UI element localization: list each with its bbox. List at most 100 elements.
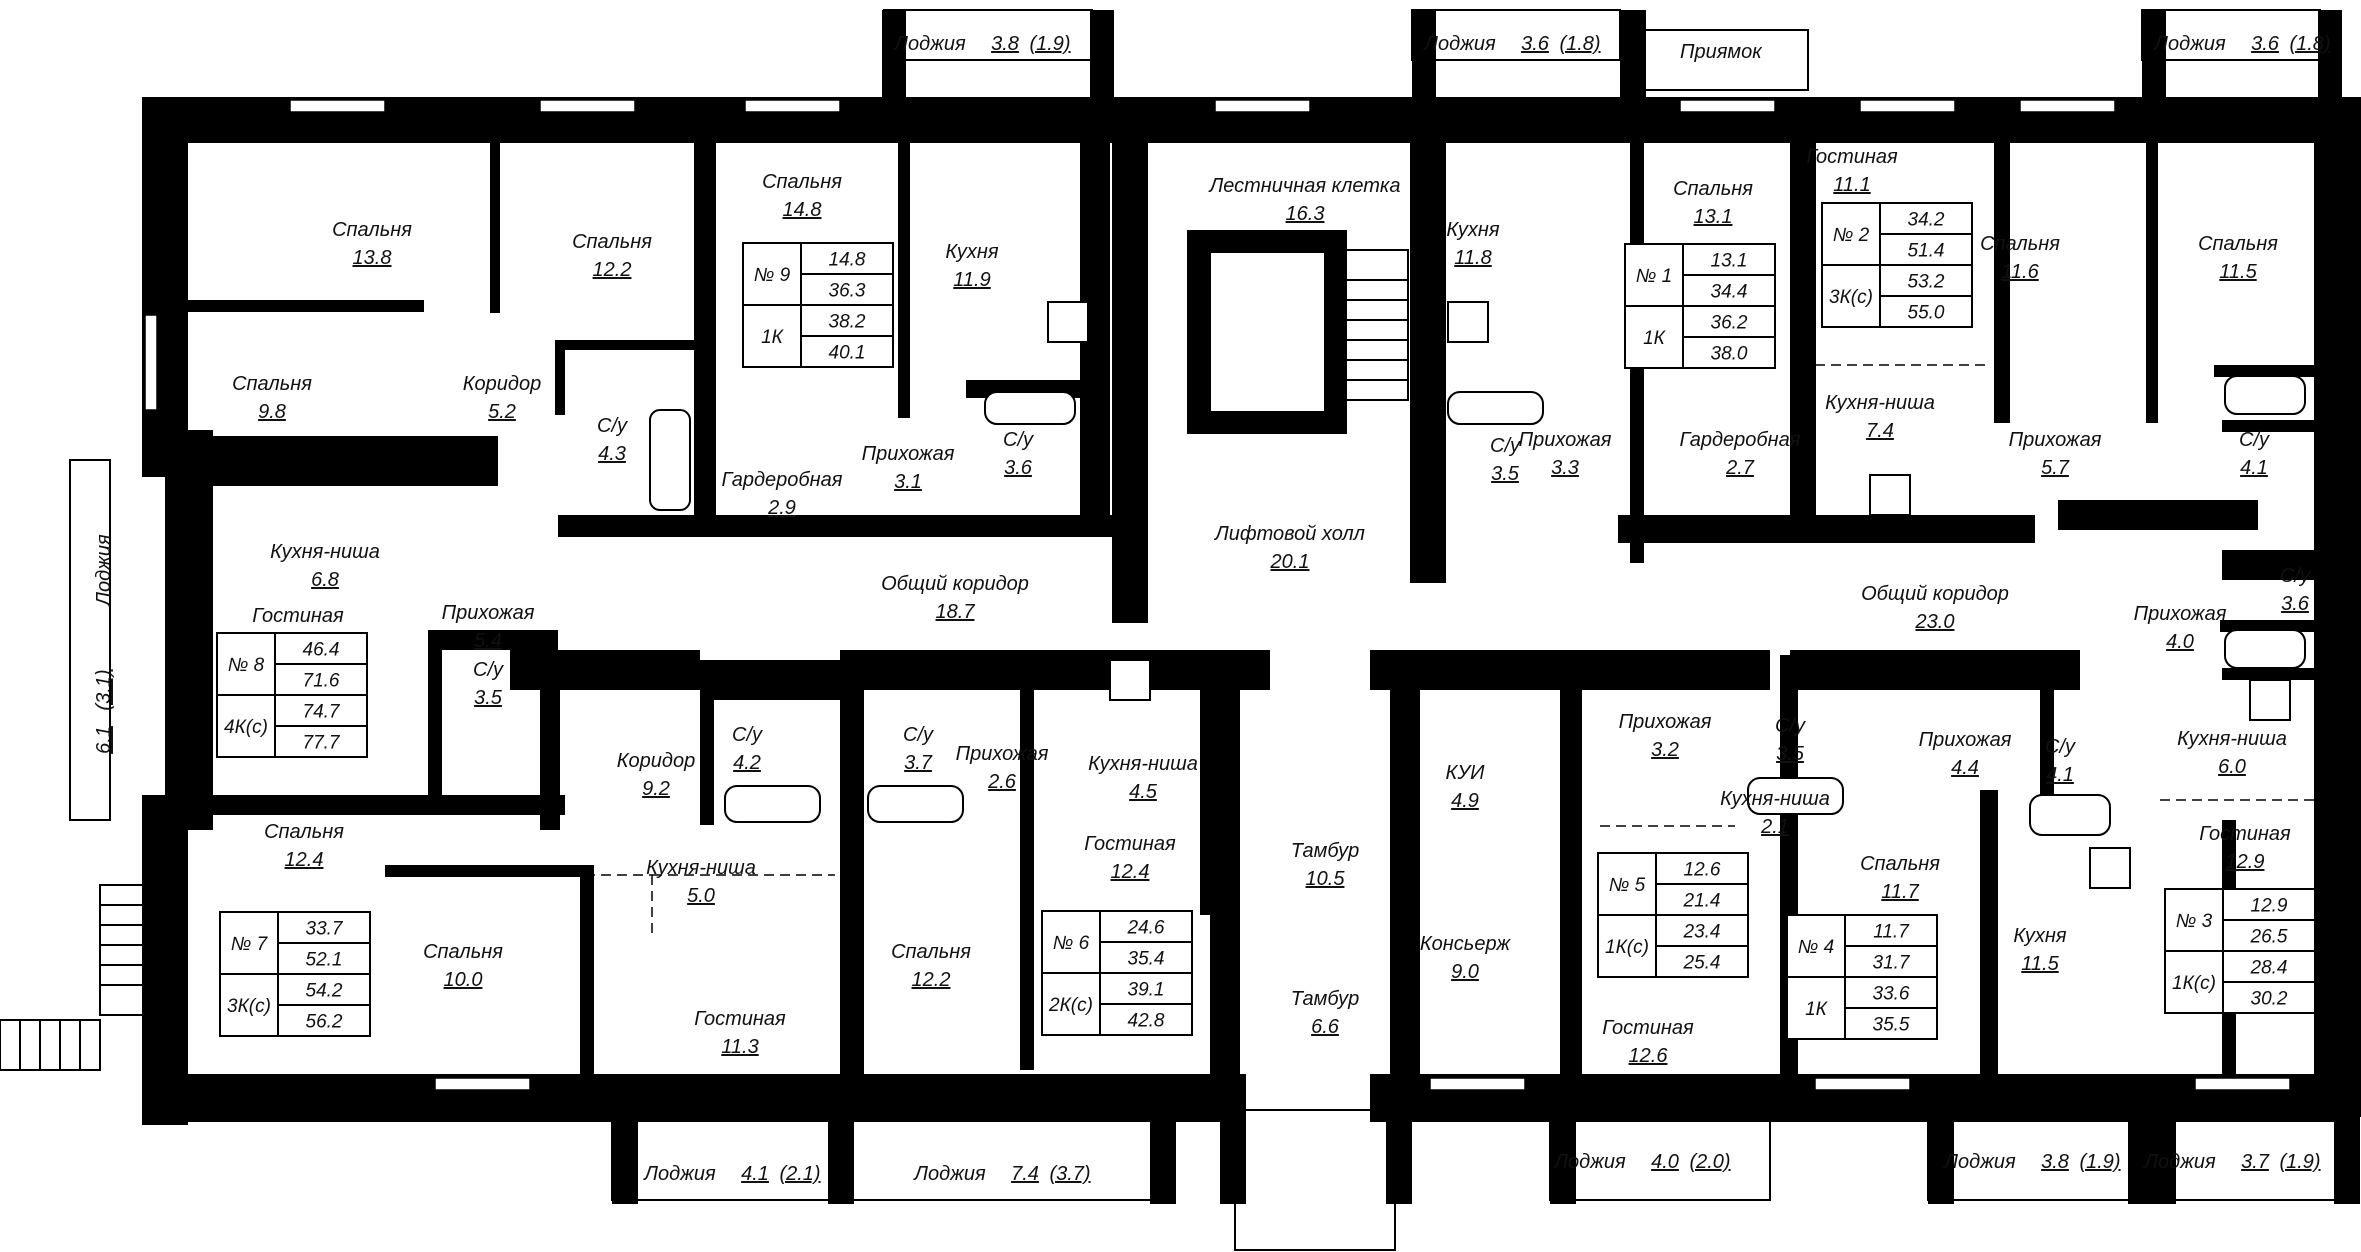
room-area: 3.5 — [1776, 743, 1805, 765]
room-area: 11.6 — [2001, 261, 2039, 283]
room-name: С/у — [473, 659, 504, 681]
room-area: 14.8 — [783, 199, 822, 221]
room-name: С/у — [732, 724, 763, 746]
room-name: Спальня — [1980, 233, 2060, 255]
loggia-area: 3.6 — [1521, 33, 1550, 55]
loggia-area: 4.1 — [741, 1163, 769, 1185]
room-area: 11.5 — [2219, 261, 2257, 283]
room-area: 5.4 — [474, 630, 502, 652]
room-name: С/у — [1003, 429, 1034, 451]
room-name: Лифтовой холл — [1213, 523, 1365, 545]
room-name: Спальня — [762, 171, 842, 193]
loggia-reduced-area: (1.9) — [2079, 1151, 2120, 1173]
apartment-area-value: 28.4 — [2250, 958, 2288, 979]
room-name: Гостиная — [1084, 833, 1176, 855]
room-name: Тамбур — [1291, 988, 1360, 1010]
room-name: Спальня — [572, 231, 652, 253]
loggia-name: Лоджия — [93, 534, 115, 608]
apartment-area-value: 54.2 — [306, 981, 343, 1002]
apartment-number: № 3 — [2176, 911, 2213, 932]
room-name: Кухня-ниша — [1825, 392, 1935, 414]
room-area: 6.8 — [311, 569, 339, 591]
room-area: 16.3 — [1286, 203, 1325, 225]
apartment-type: 3К(с) — [1829, 287, 1873, 308]
apartment-number: № 1 — [1636, 266, 1672, 287]
apartment-area-value: 34.4 — [1711, 282, 1748, 303]
room-area: 12.2 — [912, 969, 951, 991]
room-name: Общий коридор — [881, 573, 1029, 595]
apartment-type: 1К — [1805, 999, 1829, 1020]
loggia-name: Лоджия — [912, 1163, 986, 1185]
apartment-area-value: 40.1 — [829, 343, 866, 364]
room-name: Кухня — [2013, 925, 2067, 947]
room-area: 3.5 — [474, 687, 503, 709]
room-name: Гостиная — [1602, 1017, 1694, 1039]
room-area: 4.5 — [1129, 781, 1158, 803]
room-area: 5.2 — [488, 401, 516, 423]
room-area: 6.6 — [1311, 1016, 1340, 1038]
room-area: 11.9 — [953, 269, 990, 291]
room-name: Прихожая — [2009, 429, 2102, 451]
windows — [144, 99, 2291, 1091]
apartment-area-value: 11.7 — [1873, 922, 1910, 943]
room-name: Лестничная клетка — [1208, 175, 1401, 197]
loggia-reduced-area: (1.9) — [2279, 1151, 2320, 1173]
room-area: 12.4 — [285, 849, 324, 871]
room-area: 12.2 — [593, 259, 632, 281]
loggia-reduced-area: (1.9) — [1029, 33, 1070, 55]
apartment-type: 2К(с) — [1048, 995, 1093, 1016]
room-area: 13.8 — [353, 247, 392, 269]
room-area: 11.5 — [2021, 953, 2059, 975]
loggia-reduced-area: (2.1) — [779, 1163, 820, 1185]
apartment-area-value: 74.7 — [303, 702, 341, 723]
apartment-number: № 2 — [1833, 225, 1870, 246]
room-name: Кухня-ниша — [270, 541, 380, 563]
zone-dividers — [585, 364, 2314, 935]
apartment-area-value: 52.1 — [306, 950, 343, 971]
loggia-name: Лоджия — [2142, 1151, 2216, 1173]
room-area: 4.0 — [2166, 631, 2194, 653]
room-name: Гостиная — [694, 1008, 786, 1030]
room-name: С/у — [2239, 429, 2270, 451]
room-name: Гостиная — [252, 605, 344, 627]
room-name: Спальня — [332, 219, 412, 241]
room-area: 4.2 — [733, 752, 761, 774]
apartment-area-value: 34.2 — [1908, 210, 1945, 231]
apartment-area-value: 56.2 — [306, 1012, 343, 1033]
apartment-type: 1К(с) — [2172, 973, 2216, 994]
room-area: 3.1 — [894, 471, 922, 493]
room-area: 3.7 — [904, 752, 933, 774]
room-area: 12.4 — [1111, 861, 1150, 883]
room-area: 11.1 — [1833, 174, 1870, 196]
loggia-area: 4.0 — [1651, 1151, 1679, 1173]
room-area: 2.1 — [1760, 816, 1789, 838]
room-area: 4.3 — [598, 443, 626, 465]
room-area: 9.8 — [258, 401, 286, 423]
room-name: Прихожая — [2134, 603, 2227, 625]
apartment-area-value: 71.6 — [303, 671, 340, 692]
room-name: Общий коридор — [1861, 583, 2009, 605]
apartment-table: № 62К(с)24.635.439.142.8 — [1041, 910, 1193, 1036]
apartment-area-value: 46.4 — [303, 640, 340, 661]
room-name: С/у — [903, 724, 934, 746]
room-name: Спальня — [264, 821, 344, 843]
apartment-area-value: 25.4 — [1683, 953, 1721, 974]
room-name: Кухня-ниша — [1720, 788, 1830, 810]
stair-core — [1187, 230, 1409, 434]
loggia-area: 3.6 — [2251, 33, 2280, 55]
room-name: Гостиная — [1806, 146, 1898, 168]
room-area: 10.5 — [1306, 868, 1346, 890]
loggia-name: Лоджия — [2152, 33, 2226, 55]
room-area: 6.0 — [2218, 756, 2246, 778]
room-name: Прихожая — [1619, 711, 1712, 733]
room-name: Гардеробная — [1680, 429, 1801, 451]
loggia-name: Лоджия — [892, 33, 966, 55]
apartment-area-value: 23.4 — [1683, 922, 1721, 943]
loggia-reduced-area: (2.0) — [1689, 1151, 1730, 1173]
room-name: Кухня-ниша — [1088, 753, 1198, 775]
apartment-number: № 5 — [1609, 875, 1646, 896]
room-area: 3.6 — [1004, 457, 1033, 479]
apartment-area-value: 13.1 — [1711, 251, 1748, 272]
room-name: Кухня — [1446, 219, 1500, 241]
